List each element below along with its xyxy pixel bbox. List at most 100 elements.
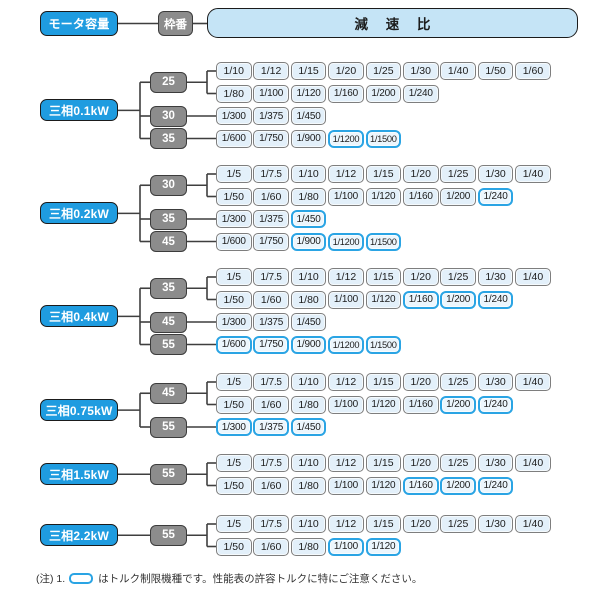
ratio-chip-torque-limited: 1/200 xyxy=(440,395,476,414)
ratio-chip: 1/160 xyxy=(403,187,439,206)
ratio-chip: 1/12 xyxy=(328,268,364,286)
ratio-chip-torque-limited: 1/450 xyxy=(290,210,327,228)
ratio-chip: 1/30 xyxy=(477,515,514,533)
ratio-chip-torque-limited: 1/240 xyxy=(477,187,514,206)
ratio-chip: 1/10 xyxy=(290,268,327,286)
ratio-chip: 1/25 xyxy=(440,165,476,183)
ratio-chip-torque-limited: 1/200 xyxy=(440,476,476,495)
ratio-chip: 1/30 xyxy=(403,62,439,80)
ratio-chip-torque-limited: 1/120 xyxy=(365,537,402,556)
ratio-chip-torque-limited: 1/450 xyxy=(290,418,327,436)
frame-number-box: 45 xyxy=(150,382,187,404)
frame-number-box: 45 xyxy=(150,231,187,252)
ratio-chip: 1/80 xyxy=(290,187,327,206)
footnote-prefix: (注) 1. xyxy=(36,573,66,585)
frame-number-box: 35 xyxy=(150,277,187,299)
ratio-chip: 1/300 xyxy=(216,313,252,331)
reduction-ratio-header: 減 速 比 xyxy=(207,8,578,38)
ratio-chip: 1/5 xyxy=(216,165,252,183)
ratio-chip: 1/15 xyxy=(365,373,402,391)
ratio-chip: 1/20 xyxy=(328,62,364,80)
ratio-chip: 1/375 xyxy=(253,107,289,125)
ratio-chip: 1/50 xyxy=(216,537,252,556)
motor-capacity-box: 三相0.4kW xyxy=(40,305,118,328)
ratio-chip-torque-limited: 1/240 xyxy=(477,290,514,309)
frame-number-box: 55 xyxy=(150,524,187,546)
ratio-chip: 1/12 xyxy=(328,515,364,533)
ratio-chip: 1/50 xyxy=(216,476,252,495)
ratio-chip: 1/60 xyxy=(253,476,289,495)
ratio-chip: 1/50 xyxy=(216,290,252,309)
ratio-chip: 1/10 xyxy=(216,62,252,80)
ratio-chip: 1/40 xyxy=(515,454,551,472)
ratio-chip: 1/40 xyxy=(515,165,551,183)
ratio-chip: 1/100 xyxy=(328,395,364,414)
ratio-chip: 1/300 xyxy=(216,107,252,125)
frame-number-box: 30 xyxy=(150,174,187,196)
motor-capacity-box: 三相0.75kW xyxy=(40,399,118,422)
ratio-chip: 1/80 xyxy=(290,290,327,309)
ratio-chip: 1/15 xyxy=(365,268,402,286)
ratio-chip: 1/12 xyxy=(328,165,364,183)
motor-capacity-box: 三相0.2kW xyxy=(40,202,118,225)
ratio-chip-torque-limited: 1/900 xyxy=(290,232,327,251)
ratio-chip: 1/50 xyxy=(216,187,252,206)
ratio-chip: 1/120 xyxy=(365,187,402,206)
ratio-chip: 1/50 xyxy=(477,62,514,80)
motor-capacity-box: 三相2.2kW xyxy=(40,524,118,547)
ratio-chip: 1/450 xyxy=(290,107,327,125)
ratio-chip: 1/10 xyxy=(290,165,327,183)
ratio-chip: 1/60 xyxy=(253,537,289,556)
ratio-chip: 1/7.5 xyxy=(253,268,289,286)
torque-limited-legend-icon xyxy=(69,573,94,584)
ratio-chip: 1/5 xyxy=(216,454,252,472)
ratio-chip: 1/20 xyxy=(403,454,439,472)
ratio-chip-torque-limited: 1/160 xyxy=(403,290,439,309)
ratio-chip: 1/5 xyxy=(216,373,252,391)
ratio-chip: 1/25 xyxy=(365,62,402,80)
motor-capacity-header: モータ容量 xyxy=(40,11,118,36)
ratio-chip: 1/80 xyxy=(216,84,252,103)
ratio-chip-torque-limited: 1/200 xyxy=(440,290,476,309)
ratio-chip: 1/240 xyxy=(403,84,439,103)
ratio-chip: 1/7.5 xyxy=(253,515,289,533)
footnote-text: はトルク制限機種です。性能表の許容トルクに特にご注意ください。 xyxy=(98,573,423,585)
ratio-chip: 1/25 xyxy=(440,268,476,286)
ratio-chip: 1/12 xyxy=(328,454,364,472)
ratio-chip: 1/12 xyxy=(328,373,364,391)
ratio-chip: 1/15 xyxy=(365,165,402,183)
ratio-chip: 1/25 xyxy=(440,373,476,391)
ratio-chip: 1/30 xyxy=(477,165,514,183)
ratio-chip: 1/5 xyxy=(216,515,252,533)
ratio-chip: 1/100 xyxy=(328,187,364,206)
frame-number-box: 45 xyxy=(150,311,187,333)
ratio-chip: 1/300 xyxy=(216,210,252,228)
ratio-chip: 1/20 xyxy=(403,515,439,533)
ratio-chip: 1/80 xyxy=(290,476,327,495)
ratio-chip: 1/60 xyxy=(253,187,289,206)
ratio-chip: 1/120 xyxy=(365,395,402,414)
ratio-chip-torque-limited: 1/1500 xyxy=(365,335,402,354)
ratio-chip-torque-limited: 1/100 xyxy=(328,537,364,556)
ratio-chip-torque-limited: 1/1500 xyxy=(365,232,402,251)
ratio-chip: 1/600 xyxy=(216,129,252,148)
frame-number-box: 30 xyxy=(150,105,187,127)
ratio-chip: 1/160 xyxy=(328,84,364,103)
ratio-chip: 1/30 xyxy=(477,268,514,286)
ratio-chip: 1/40 xyxy=(515,515,551,533)
frame-number-box: 55 xyxy=(150,334,187,355)
ratio-chip: 1/7.5 xyxy=(253,454,289,472)
ratio-chip-torque-limited: 1/160 xyxy=(403,476,439,495)
frame-number-box: 35 xyxy=(150,208,187,230)
ratio-chip: 1/120 xyxy=(365,476,402,495)
ratio-chip-torque-limited: 1/900 xyxy=(290,335,327,354)
ratio-chip: 1/60 xyxy=(515,62,551,80)
frame-number-box: 25 xyxy=(150,71,187,93)
ratio-chip: 1/40 xyxy=(515,268,551,286)
ratio-chip: 1/5 xyxy=(216,268,252,286)
ratio-chip: 1/120 xyxy=(290,84,327,103)
ratio-chip: 1/200 xyxy=(365,84,402,103)
frame-number-box: 35 xyxy=(150,128,187,149)
ratio-chip: 1/12 xyxy=(253,62,289,80)
